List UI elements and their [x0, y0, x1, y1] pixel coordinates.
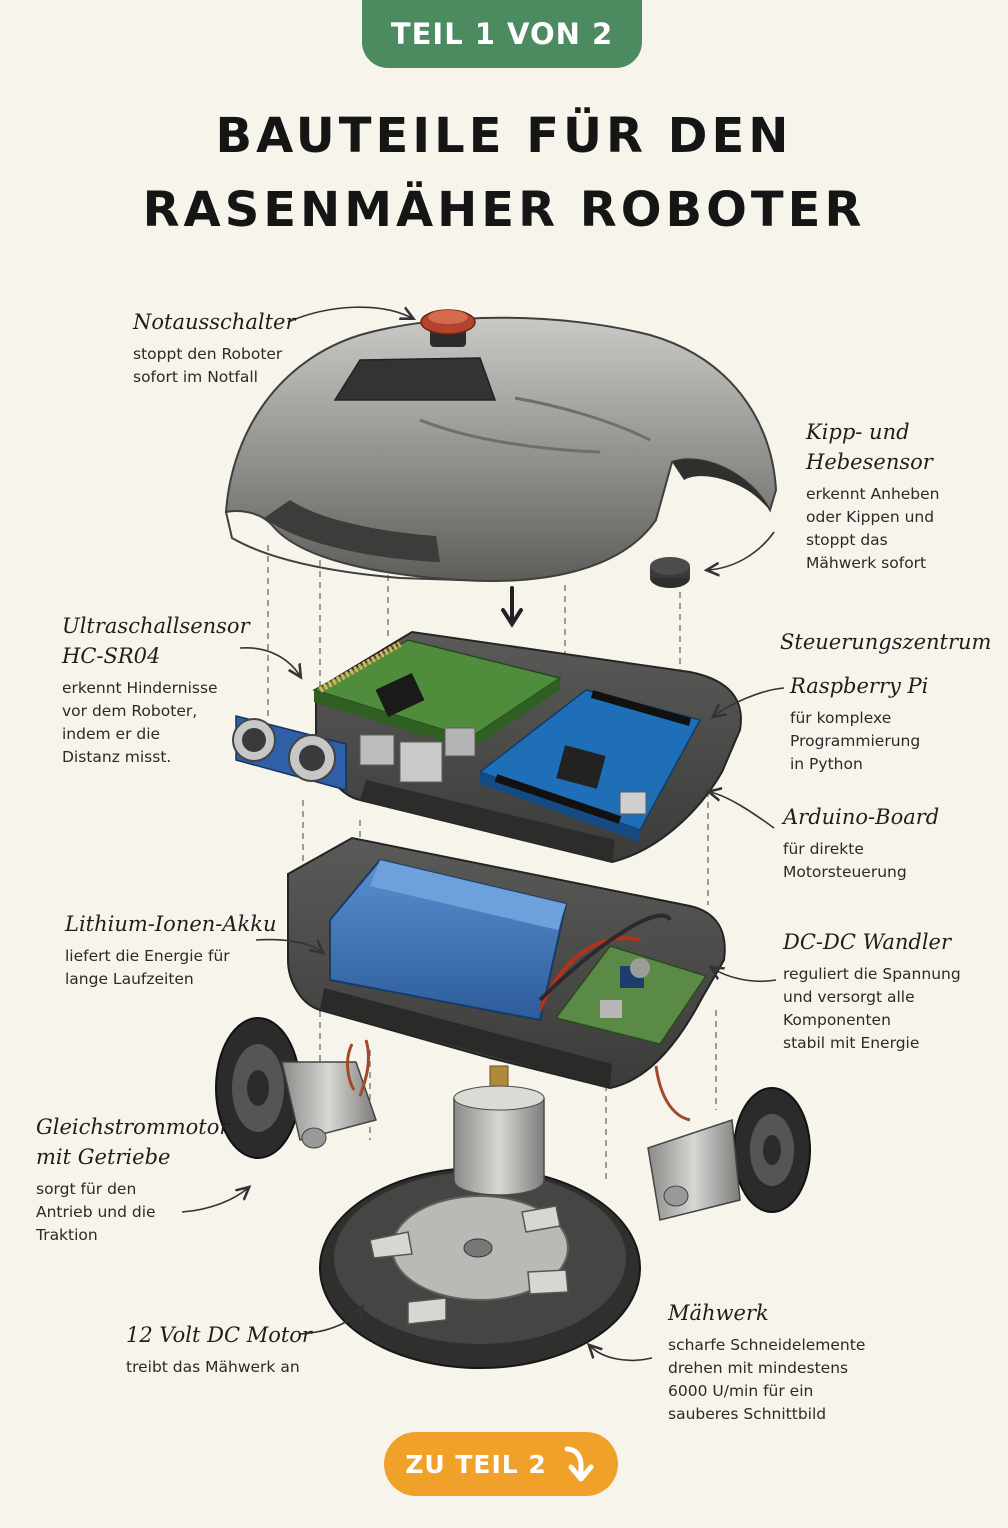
label-lithium-akku: Lithium-Ionen-Akku liefert die Energie f… — [65, 909, 277, 991]
label-dc-dc-wandler: DC-DC Wandler reguliert die Spannung und… — [783, 927, 961, 1055]
label-gleichstrommotor: Gleichstrommotor mit Getriebe sorgt für … — [36, 1112, 229, 1247]
arduino-board — [478, 689, 702, 842]
label-kipp-title-1: Kipp- und — [806, 420, 910, 444]
label-dcdc-desc-3: Komponenten — [783, 1011, 891, 1029]
label-ultra-title-1: Ultraschallsensor — [62, 614, 250, 638]
label-dcdc-desc-4: stabil mit Energie — [783, 1034, 920, 1052]
label-gleich-desc-3: Traktion — [36, 1226, 98, 1244]
label-gleich-title-2: mit Getriebe — [36, 1145, 171, 1169]
label-steuerungszentrum: Steuerungszentrum — [780, 627, 991, 657]
label-ultraschallsensor: Ultraschallsensor HC-SR04 erkennt Hinder… — [62, 611, 250, 769]
down-arrow — [501, 586, 523, 628]
next-part-button-label: ZU TEIL 2 — [405, 1449, 547, 1479]
curved-down-arrow-icon — [564, 1446, 594, 1482]
label-kipp-desc-3: stoppt das — [806, 531, 888, 549]
label-maehwerk-desc-3: 6000 U/min für ein — [668, 1382, 814, 1400]
left-wheel-assembly — [215, 1017, 377, 1159]
label-akku-desc-2: lange Laufzeiten — [65, 970, 194, 988]
label-kipp-desc-4: Mähwerk sofort — [806, 554, 927, 572]
label-ultra-desc-3: indem er die — [62, 725, 161, 743]
label-arduino-board: Arduino-Board für direkte Motorsteuerung — [783, 802, 939, 884]
raspberry-pi-board — [312, 639, 562, 783]
label-ultra-title-2: HC-SR04 — [62, 644, 161, 668]
label-raspi-desc-3: in Python — [790, 755, 863, 773]
label-maehwerk-title: Mähwerk — [668, 1301, 769, 1325]
leader-arrows — [181, 306, 785, 1362]
label-maehwerk-desc-2: drehen mit mindestens — [668, 1359, 849, 1377]
right-wheel-assembly — [647, 1087, 811, 1221]
label-dcdc-title: DC-DC Wandler — [783, 930, 952, 954]
label-dcdc-desc-2: und versorgt alle — [783, 988, 915, 1006]
label-raspi-desc-2: Programmierung — [790, 732, 921, 750]
label-maehwerk: Mähwerk scharfe Schneidelemente drehen m… — [668, 1298, 865, 1426]
label-notausschalter-desc-1: stoppt den Roboter — [133, 345, 283, 363]
label-gleich-desc-1: sorgt für den — [36, 1180, 137, 1198]
blade-dc-motor — [453, 1065, 545, 1196]
label-kipp-desc-2: oder Kippen und — [806, 508, 935, 526]
page-title-line1: BAUTEILE FÜR DEN — [215, 108, 793, 164]
label-dcdc-desc-1: reguliert die Spannung — [783, 965, 961, 983]
label-kipp-desc-1: erkennt Anheben — [806, 485, 940, 503]
label-ultra-desc-1: erkennt Hindernisse — [62, 679, 218, 697]
label-notausschalter-title: Notausschalter — [133, 310, 296, 334]
assembly-guide-lines — [267, 545, 717, 1180]
next-part-button[interactable]: ZU TEIL 2 — [384, 1432, 618, 1496]
label-arduino-desc-2: Motorsteuerung — [783, 863, 907, 881]
lithium-battery — [329, 858, 672, 1022]
label-notausschalter-desc-2: sofort im Notfall — [133, 368, 258, 386]
label-ultra-desc-4: Distanz misst. — [62, 748, 172, 766]
part-tab: TEIL 1 VON 2 — [362, 0, 642, 68]
label-notausschalter: Notausschalter stoppt den Roboter sofort… — [133, 307, 295, 389]
label-raspi-desc-1: für komplexe — [790, 709, 892, 727]
label-motor12-title: 12 Volt DC Motor — [126, 1323, 312, 1347]
label-steuer-title: Steuerungszentrum — [780, 630, 992, 654]
label-gleich-title-1: Gleichstrommotor — [36, 1115, 230, 1139]
label-12v-dc-motor: 12 Volt DC Motor treibt das Mähwerk an — [126, 1320, 312, 1379]
motor-cables — [346, 1039, 691, 1122]
label-akku-title: Lithium-Ionen-Akku — [65, 912, 277, 936]
label-kipp-title-2: Hebesensor — [806, 450, 933, 474]
page-title-line2: RASENMÄHER ROBOTER — [142, 182, 866, 238]
label-gleich-desc-2: Antrieb und die — [36, 1203, 156, 1221]
label-motor12-desc-1: treibt das Mähwerk an — [126, 1358, 300, 1376]
dc-dc-converter-board — [554, 945, 708, 1045]
ultrasonic-sensor — [232, 715, 347, 791]
top-shell-cover — [224, 316, 778, 582]
label-maehwerk-desc-4: sauberes Schnittbild — [668, 1405, 827, 1423]
tilt-sensor — [650, 557, 690, 588]
label-ultra-desc-2: vor dem Roboter, — [62, 702, 198, 720]
label-arduino-title: Arduino-Board — [783, 805, 940, 829]
emergency-stop-button — [420, 309, 476, 347]
label-akku-desc-1: liefert die Energie für — [65, 947, 230, 965]
label-arduino-desc-1: für direkte — [783, 840, 864, 858]
cutting-deck — [319, 1167, 641, 1369]
label-raspberry-pi: Raspberry Pi für komplexe Programmierung… — [790, 671, 928, 776]
label-raspi-title: Raspberry Pi — [790, 674, 929, 698]
label-maehwerk-desc-1: scharfe Schneidelemente — [668, 1336, 866, 1354]
label-kipp-hebesensor: Kipp- und Hebesensor erkennt Anheben ode… — [806, 417, 940, 575]
